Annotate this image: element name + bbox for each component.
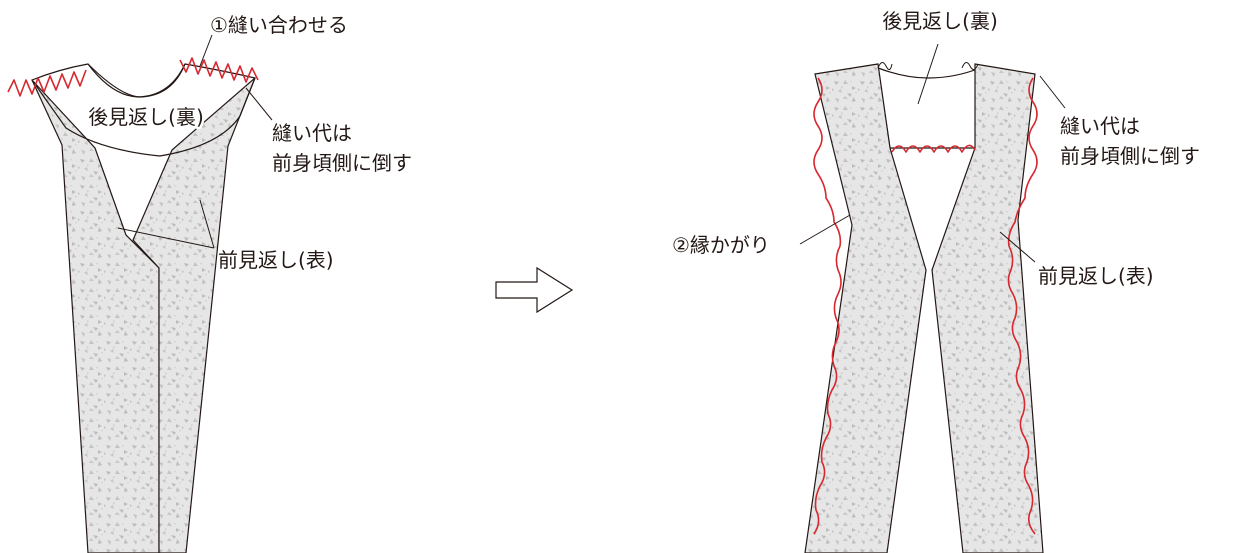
step1-label: ①縫い合わせる xyxy=(210,13,348,37)
right-back-facing-stitch xyxy=(891,144,976,153)
right-seam-allowance-line1: 縫い代は xyxy=(1060,114,1140,138)
right-front-facing-label: 前見返し(表) xyxy=(1038,264,1154,288)
left-shoulder-stitch-right xyxy=(179,57,259,83)
left-front-facing-panel-right xyxy=(132,77,256,553)
right-figure: 後見返し(裏) 縫い代は 前身頃側に倒す ②縁かがり 前見返し(表) xyxy=(672,9,1200,553)
right-left-edge-stitch xyxy=(813,77,842,535)
left-figure: ①縫い合わせる 後見返し(裏) 縫い代は 前身頃側に倒す 前見返し(表) xyxy=(7,13,412,553)
right-seam-allowance-line2: 前身頃側に倒す xyxy=(1060,144,1200,168)
left-front-facing-label: 前見返し(表) xyxy=(218,248,334,272)
right-back-facing xyxy=(877,67,981,149)
right-front-facing-panel-right xyxy=(931,63,1044,553)
left-back-facing-label: 後見返し(裏) xyxy=(88,105,204,129)
right-back-facing-label: 後見返し(裏) xyxy=(882,9,998,33)
step2-label: ②縁かがり xyxy=(672,233,770,257)
right-right-edge-stitch xyxy=(1007,77,1038,535)
left-seam-allowance-line2: 前身頃側に倒す xyxy=(272,151,412,175)
left-seam-allowance-line1: 縫い代は xyxy=(272,121,352,145)
left-shoulder-stitch-left xyxy=(7,69,87,97)
right-front-facing-panel-left xyxy=(804,63,927,553)
left-front-facing-panel-left xyxy=(31,79,160,553)
outline-right-arrow-icon xyxy=(495,266,574,314)
